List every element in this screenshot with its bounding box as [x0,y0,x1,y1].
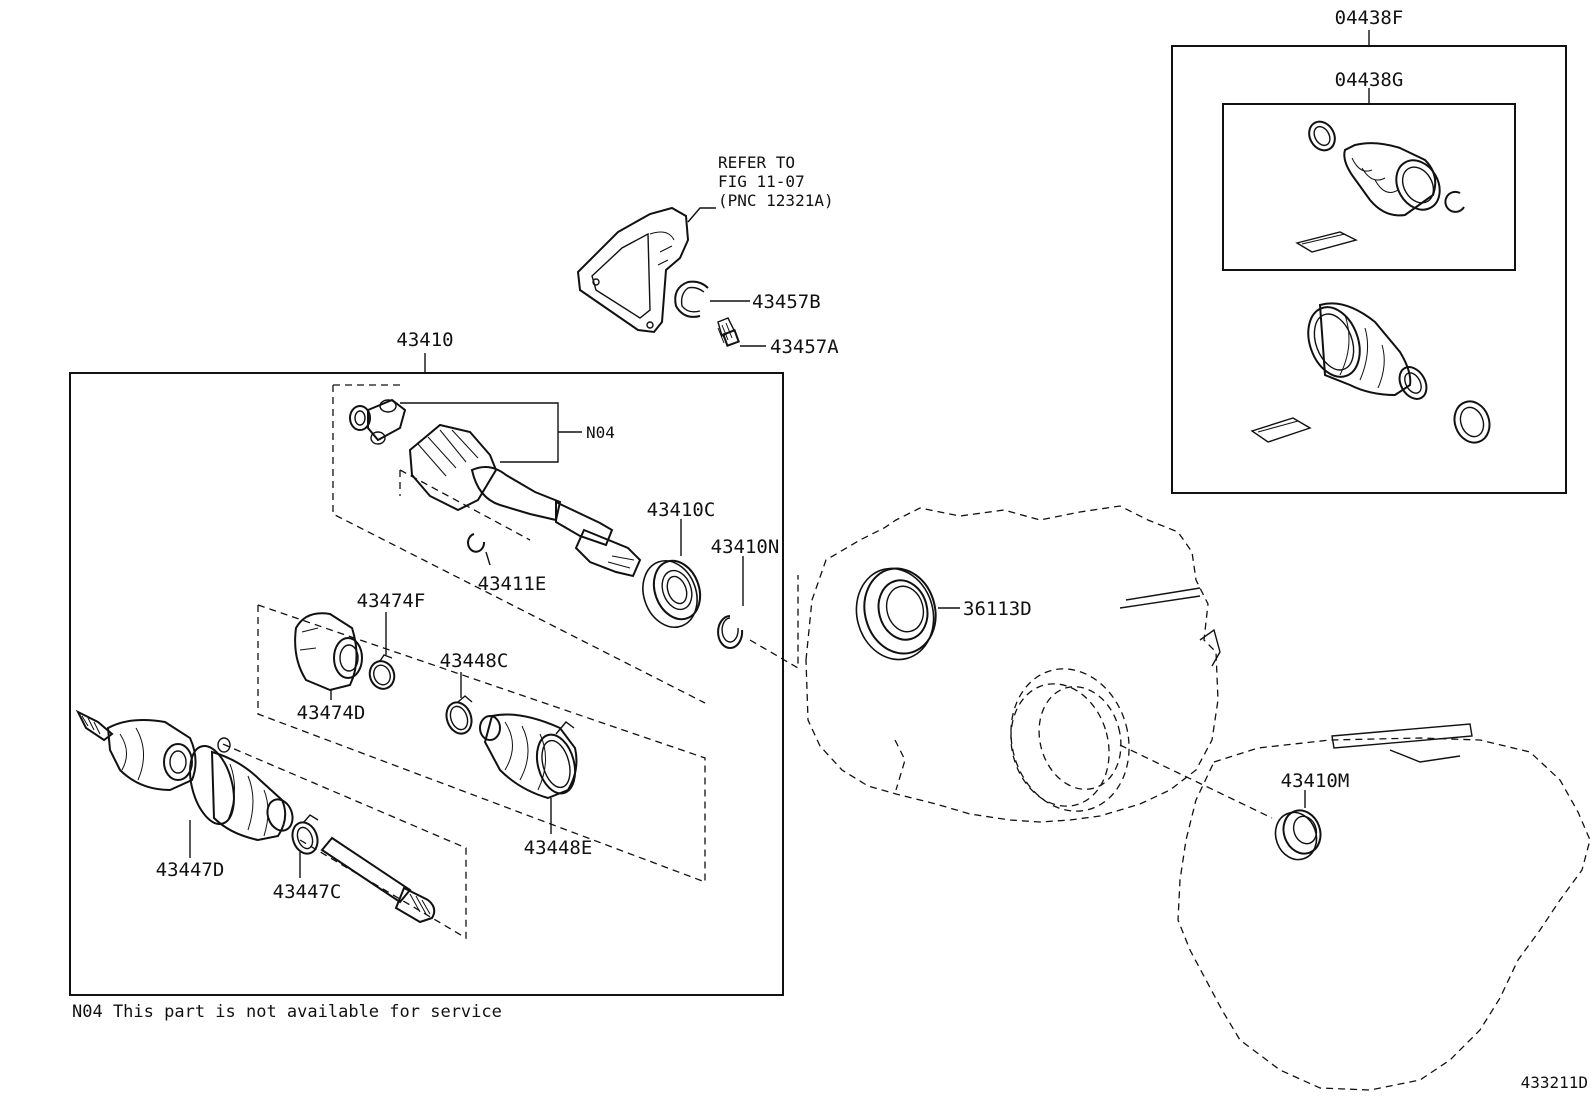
boot-dashed-region [257,604,706,883]
label-43474d: 43474D [297,702,366,724]
label-43410c: 43410C [647,499,716,521]
label-43410m: 43410M [1281,770,1350,792]
oil-seal-43410m [1274,790,1322,861]
axle-assembly-group [69,353,799,996]
clamp-43448c [445,672,473,735]
axle-assembly-frame [69,372,784,996]
inboard-dashed-region [332,384,706,704]
outboard-joint [75,709,294,858]
label-36113d: 36113D [963,598,1032,620]
bearing-43410c [642,519,702,628]
refer-line-1: REFER TO [718,153,795,172]
tripod-spider [349,398,407,445]
outboard-dashed-region [217,741,467,940]
label-43447d: 43447D [156,859,225,881]
label-43447c: 43447C [273,881,342,903]
seal-alignment-dashed [749,575,799,670]
footnote-n04: N04 This part is not available for servi… [72,1002,502,1022]
label-43411e: 43411E [478,573,547,595]
label-43448e: 43448E [524,837,593,859]
label-04438g: 04438G [1335,69,1404,91]
drive-shaft [320,836,436,924]
leader-n04 [400,402,582,463]
label-43410n: 43410N [711,536,780,558]
bolt-43457a [717,317,766,347]
inner-boot-small [1295,120,1465,253]
label-n04: N04 [586,423,615,442]
bracket-cutout [591,232,651,319]
damper-43474d [294,612,363,700]
shaft-alignment-dashed [1119,744,1273,819]
boot-kit-group [1171,30,1567,494]
oil-seal-36113d [855,567,960,661]
snap-ring-43410n [717,556,744,649]
label-43457a: 43457A [770,336,839,358]
circlip-43411e [467,533,491,566]
transaxle-case [805,505,1221,823]
refer-line-3: (PNC 12321A) [718,191,834,210]
label-43457b: 43457B [752,291,821,313]
snap-ring-43457b [674,280,750,318]
figure-id: 433211D [1521,1073,1588,1092]
boot-kit-inner-frame [1222,103,1516,271]
inboard-joint-housing [408,423,642,578]
label-43474f: 43474F [357,590,426,612]
boot-43448e [479,713,578,834]
refer-line-2: FIG 11-07 [718,172,805,191]
clamp-43474f [368,612,396,690]
clamp-43447c [291,814,319,878]
lower-right-case [1177,723,1591,1091]
label-04438f: 04438F [1335,7,1404,29]
outer-boot-large [1250,302,1491,444]
leader-43411e [485,551,491,566]
bracket-group [576,206,716,334]
leader-refer [687,207,716,223]
bracket-plate [576,206,690,334]
label-43410: 43410 [396,329,453,351]
label-43448c: 43448C [440,650,509,672]
